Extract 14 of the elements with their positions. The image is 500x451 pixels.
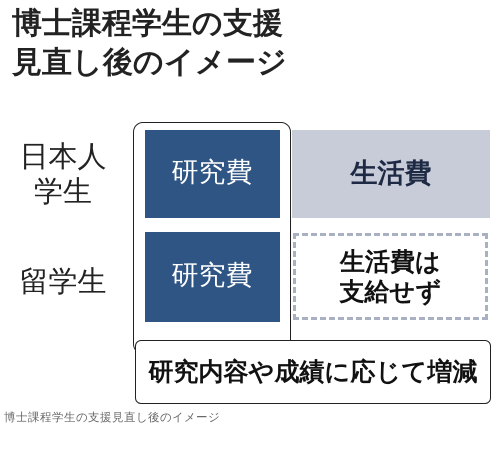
row-label: 留学生 xyxy=(20,264,106,298)
funding-box xyxy=(144,232,280,322)
callout-box xyxy=(135,340,491,404)
funding-box xyxy=(144,130,280,218)
node-text: 研究費 xyxy=(172,157,252,190)
caption: 博士課程学生の支援見直し後のイメージ xyxy=(4,410,220,425)
row-label: 日本人学生 xyxy=(18,139,108,209)
node-text: 研究費 xyxy=(172,260,252,293)
funding-box xyxy=(292,130,490,218)
dashed-box xyxy=(293,233,488,320)
title: 博士課程学生の支援見直し後のイメージ xyxy=(12,5,288,82)
node-text: 生活費 xyxy=(350,158,432,190)
node-text: 研究内容や成績に応じて増減 xyxy=(148,357,478,387)
node-text: 生活費は支給せず xyxy=(338,246,442,306)
